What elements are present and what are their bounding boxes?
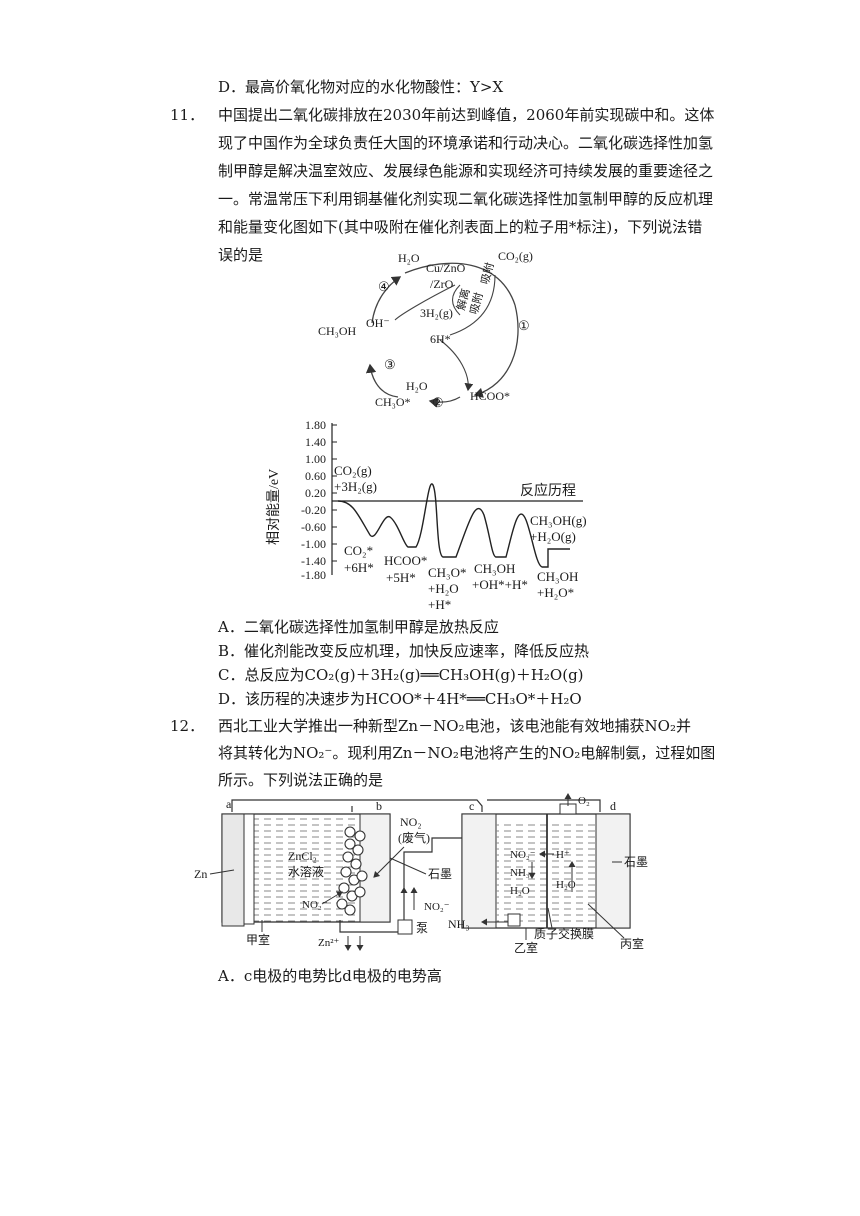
y-tick: 1.40 xyxy=(305,435,326,449)
yi-label: 乙室 xyxy=(514,940,538,955)
q11-option-c: C．总反应为CO₂(g)＋3H₂(g)══CH₃OH(g)＋H₂O(g) xyxy=(218,666,584,684)
cycle-ch3o: CH₃O* xyxy=(375,395,411,409)
q12-stem-line-1: 西北工业大学推出一种新型Zn－NO₂电池，该电池能有效地捕获NO₂并 xyxy=(218,717,691,735)
h2o-yi-label: H₂O xyxy=(510,885,530,897)
graphite-mid-label: 石墨 xyxy=(428,867,452,881)
electrolysis-diagram: a b c d NO₂ (废气) ZnCl₂ 水溶液 NO₂⁻ Zn 甲室 石墨… xyxy=(194,793,648,955)
q11-stem-line-2: 现了中国作为全球负责任大国的环境承诺和行动决心。二氧化碳选择性加氢 xyxy=(218,134,714,152)
cycle-ch3oh: CH₃OH xyxy=(318,324,357,338)
y-tick: -1.00 xyxy=(301,537,326,551)
bing-label: 丙室 xyxy=(620,936,644,951)
cycle-hcoo: HCOO* xyxy=(470,389,510,403)
y-axis-label: 相对能量/eV xyxy=(266,469,282,545)
state-2-a: HCOO* xyxy=(384,553,427,568)
q12-stem-line-3: 所示。下列说法正确的是 xyxy=(218,771,384,789)
q11-option-d: D．该历程的决速步为HCOO*＋4H*══CH₃O*＋H₂O xyxy=(218,690,582,708)
jia-label: 甲室 xyxy=(246,932,270,947)
cycle-h2: 3H₂(g) xyxy=(420,306,453,320)
nh3-out-label: NH₃ xyxy=(448,917,470,931)
y-tick: -1.40 xyxy=(301,554,326,568)
nh3-yi-label: NH₃ xyxy=(510,867,530,879)
q12-number: 12． xyxy=(170,717,205,735)
state-3-a: CH₃O* xyxy=(428,565,466,580)
q11-stem-line-1: 中国提出二氧化碳排放在2030年前达到峰值，2060年前实现碳中和。这体 xyxy=(218,106,715,124)
zncl2-label: ZnCl₂ xyxy=(288,849,317,863)
y-axis-ticks: 1.80 1.40 1.00 0.60 0.20 -0.20 -0.60 -1.… xyxy=(301,418,326,582)
y-tick: -0.60 xyxy=(301,520,326,534)
state-3-b: +H₂O xyxy=(428,581,459,596)
state-1-b: +6H* xyxy=(344,560,374,575)
q12-stem-line-2: 将其转化为NO₂⁻。现利用Zn－NO₂电池将产生的NO₂电解制氨，过程如图 xyxy=(218,744,716,762)
x-axis-label: 反应历程 xyxy=(520,482,576,499)
q11-number: 11． xyxy=(170,106,205,124)
cycle-h2o-mid: H₂O xyxy=(406,379,428,393)
state-5-b: +H₂O* xyxy=(537,585,574,600)
y-tick: 0.60 xyxy=(305,469,326,483)
zn2-label: Zn²⁺ xyxy=(318,937,340,949)
q10-option-d: D．最高价氧化物对应的水化物酸性：Y>X xyxy=(218,78,504,96)
cycle-h2o-top: H₂O xyxy=(398,251,420,265)
start-label-2: +3H₂(g) xyxy=(334,479,377,494)
cycle-6h: 6H* xyxy=(430,332,451,346)
q11-option-a: A．二氧化碳选择性加氢制甲醇是放热反应 xyxy=(218,618,499,636)
y-tick: 1.00 xyxy=(305,452,326,466)
q11-stem-line-6: 误的是 xyxy=(218,246,264,264)
zn-label: Zn xyxy=(194,867,207,881)
no2m-pipe-label: NO₂⁻ xyxy=(424,901,450,913)
cycle-co2: CO₂(g) xyxy=(498,249,533,263)
end-label-1: CH₃OH(g) xyxy=(530,513,587,528)
hplus-label: H⁺ xyxy=(556,849,570,861)
solution-label: 水溶液 xyxy=(288,864,324,879)
cycle-oh: OH⁻ xyxy=(366,316,390,330)
no2-in-label: NO₂ xyxy=(400,815,422,829)
electrode-a: a xyxy=(226,797,232,811)
no2m-left-label: NO₂⁻ xyxy=(302,899,328,911)
electrode-b: b xyxy=(376,799,382,813)
cycle-catalyst-2: /ZrO xyxy=(430,277,454,291)
y-tick: 1.80 xyxy=(305,418,326,432)
energy-path xyxy=(337,483,570,568)
cycle-adsorb-outer: 吸附 xyxy=(477,261,496,286)
q11-option-b: B．催化剂能改变反应机理，加快反应速率，降低反应热 xyxy=(218,642,590,660)
o2-label: O₂ xyxy=(578,795,590,807)
membrane-label: 质子交换膜 xyxy=(534,926,594,941)
electrode-c: c xyxy=(469,799,474,813)
pump xyxy=(397,919,413,935)
no2m-yi-label: NO₂⁻ xyxy=(510,849,536,861)
state-4-b: +OH*+H* xyxy=(472,577,528,592)
h2o-bing-label: H₂O xyxy=(556,879,576,891)
waste-gas-label: (废气) xyxy=(398,830,430,845)
q11-stem-line-4: 一。常温常压下利用铜基催化剂实现二氧化碳选择性加氢制甲醇的反应机理 xyxy=(218,190,714,208)
state-4-a: CH₃OH xyxy=(474,561,515,576)
energy-profile-diagram: 1.80 1.40 1.00 0.60 0.20 -0.20 -0.60 -1.… xyxy=(266,418,587,612)
state-5-a: CH₃OH xyxy=(537,569,578,584)
q11-stem-line-3: 制甲醇是解决温室效应、发展绿色能源和实现经济可持续发展的重要途径之 xyxy=(218,162,714,180)
cycle-catalyst-1: Cu/ZnO xyxy=(426,261,466,275)
cycle-step-2: ② xyxy=(432,395,444,410)
pump-label: 泵 xyxy=(416,921,428,935)
state-1-a: CO₂* xyxy=(344,543,373,558)
cycle-step-4: ④ xyxy=(378,279,390,294)
y-tick: -1.80 xyxy=(301,568,326,582)
state-2-b: +5H* xyxy=(386,570,416,585)
graphite-right-label: 石墨 xyxy=(624,855,648,869)
y-tick: 0.20 xyxy=(305,486,326,500)
reaction-cycle-diagram: H₂O Cu/ZnO /ZrO CO₂(g) 吸附 解离 吸附 3H₂(g) O… xyxy=(318,249,533,410)
end-label-2: +H₂O(g) xyxy=(530,529,576,544)
start-label-1: CO₂(g) xyxy=(334,463,372,478)
q11-stem-line-5: 和能量变化图如下(其中吸附在催化剂表面上的粒子用*标注)，下列说法错 xyxy=(218,218,703,236)
state-3-c: +H* xyxy=(428,597,451,612)
electrode-d: d xyxy=(610,799,616,813)
cycle-step-1: ① xyxy=(518,318,530,333)
y-tick: -0.20 xyxy=(301,503,326,517)
cycle-step-3: ③ xyxy=(384,357,396,372)
q12-option-a: A．c电极的电势比d电极的电势高 xyxy=(218,967,442,985)
